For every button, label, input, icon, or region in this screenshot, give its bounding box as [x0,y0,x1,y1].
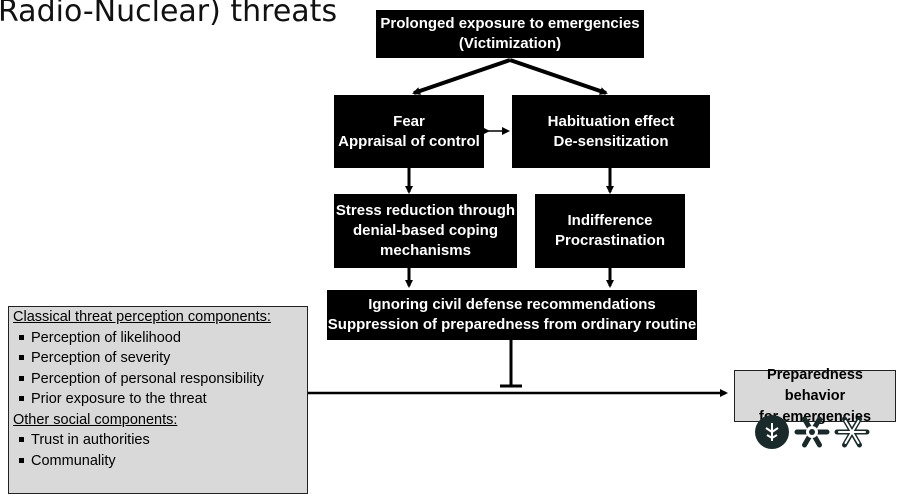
snowflake-outline-icon [834,416,870,448]
social-item: Trust in authorities [9,430,307,451]
box-ignoring-line2: Suppression of preparedness from ordinar… [327,316,697,333]
box-habituation-line1: Habituation effect [547,112,675,130]
box-indifference-line1: Indifference [567,212,653,229]
box-fear-line1: Fear [393,112,425,130]
box-preparedness-behavior: Preparedness behavior for emergencies [734,367,896,425]
classical-item: Perception of personal responsibility [9,369,307,390]
flow-arrows [308,58,728,397]
box-prolonged-exposure-line1: Prolonged exposure to emergencies [380,15,640,32]
box-indifference-line2: Procrastination [554,232,666,249]
box-indifference: Indifference Procrastination [535,194,685,268]
box-stress-line1: Stress reduction through [335,202,516,219]
classical-item: Perception of likelihood [9,328,307,349]
slide-title: Radio-Nuclear) threats [0,0,338,29]
box-fear-line2: Appraisal of control [338,132,480,150]
snowflake-dark-icon [794,416,830,448]
preparedness-line1: Preparedness behavior [767,366,863,404]
social-header: Other social components: [13,411,178,428]
box-stress-line3: mechanisms [380,242,471,259]
box-prolonged-exposure-line2: (Victimization) [458,35,562,52]
box-ignoring: Ignoring civil defense recommendations S… [327,290,697,340]
logo-icons [755,415,870,449]
classical-item: Prior exposure to the threat [9,389,307,410]
box-stress-reduction: Stress reduction through denial-based co… [334,194,517,268]
box-habituation-line2: De-sensitization [553,132,669,150]
box-habituation: Habituation effect De-sensitization [512,95,710,168]
arrow-top-to-habituation [509,58,608,95]
arrow-top-to-fear [412,58,511,95]
box-fear: Fear Appraisal of control [334,95,484,168]
classical-header: Classical threat perception components: [13,309,271,325]
box-stress-line2: denial-based coping [352,222,499,239]
threat-components-panel: Classical threat perception components: … [8,306,308,494]
box-ignoring-line1: Ignoring civil defense recommendations [368,296,656,313]
box-prolonged-exposure: Prolonged exposure to emergencies (Victi… [376,10,644,58]
classical-list: Perception of likelihood Perception of s… [9,328,307,410]
social-list: Trust in authorities Communality [9,430,307,471]
classical-item: Perception of severity [9,348,307,369]
social-item: Communality [9,451,307,472]
university-emblem-icon [755,415,789,449]
